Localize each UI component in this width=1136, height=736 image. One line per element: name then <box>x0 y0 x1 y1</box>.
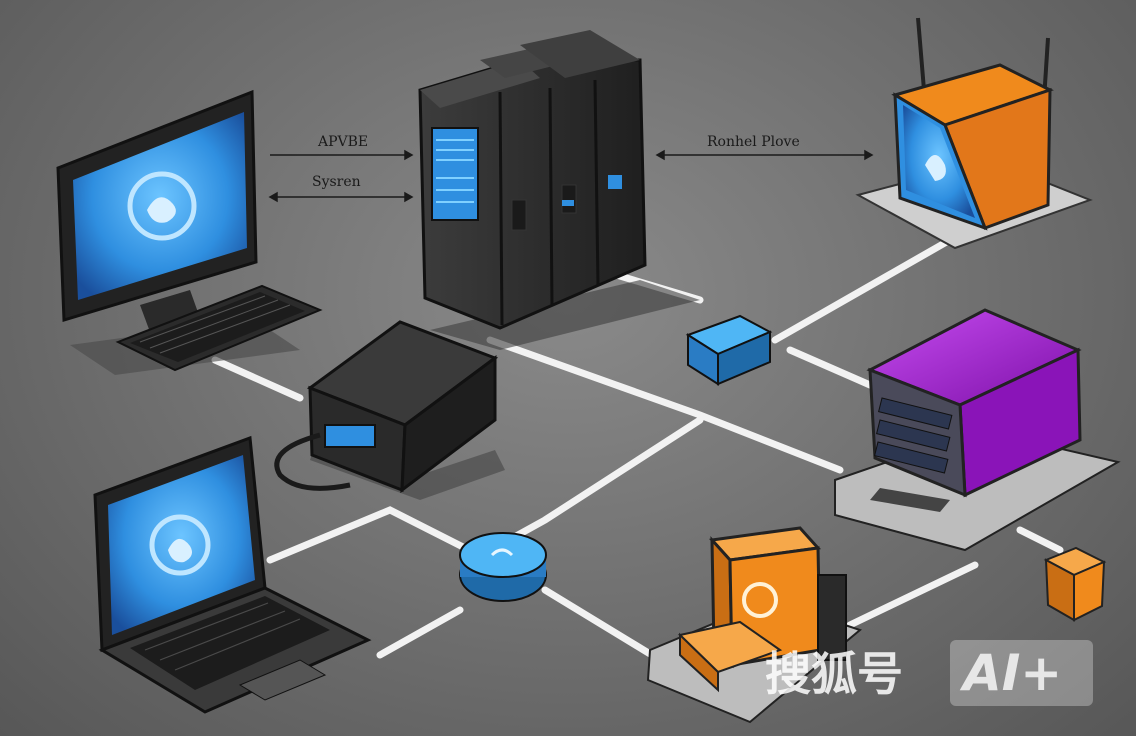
orange-storage-icon <box>646 526 863 724</box>
connector-line <box>496 416 704 549</box>
network-switch-icon <box>685 314 773 386</box>
server-tower-icon <box>418 30 700 350</box>
connector-line <box>486 336 844 474</box>
watermark: 搜狐号 AI+ <box>765 640 1093 706</box>
watermark-badge: AI+ <box>959 644 1062 702</box>
connector-line <box>786 346 874 389</box>
purple-server-icon <box>834 308 1121 552</box>
connector-line <box>211 356 304 402</box>
label-arrows-left <box>268 149 414 203</box>
connector-line <box>541 586 664 664</box>
external-drive-icon <box>274 320 505 500</box>
connector-line <box>266 506 469 564</box>
orange-cube-icon <box>1043 546 1107 622</box>
keyboard-icon <box>115 284 323 372</box>
connector-line <box>376 606 464 659</box>
watermark-badge-bg <box>950 640 1093 706</box>
label-ronhel-plove: Ronhel Plove <box>707 134 800 150</box>
label-arrow-right <box>655 149 874 161</box>
label-sysren: Sysren <box>312 174 361 190</box>
watermark-brand: 搜狐号 <box>765 647 903 701</box>
label-apvbe: APVBE <box>317 134 368 150</box>
connector-line <box>846 561 979 629</box>
connector-line <box>1016 526 1064 554</box>
wifi-router-icon <box>855 17 1093 250</box>
connector-line <box>771 236 954 344</box>
puck-hub-icon <box>459 532 547 602</box>
laptop-icon <box>93 435 372 714</box>
